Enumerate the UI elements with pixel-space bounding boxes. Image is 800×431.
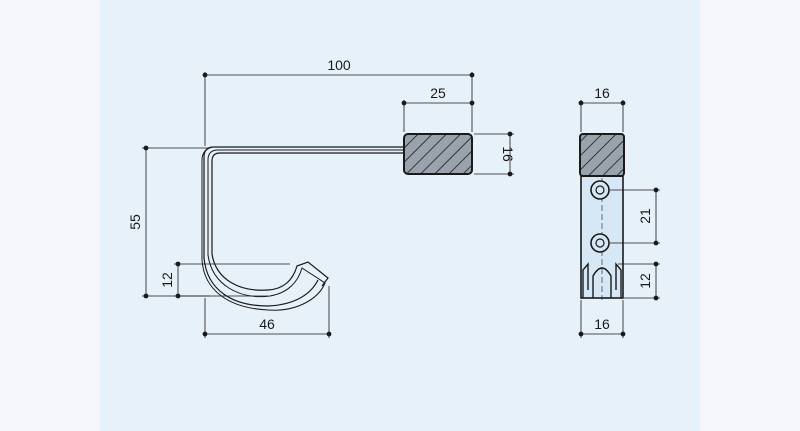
label-overall-width: 100 [327,57,351,73]
dim-end-top-width [578,100,626,132]
screw-hole-bottom [590,233,610,253]
screw-hole-top [590,180,610,200]
dim-block-width [401,100,475,132]
dim-block-height [474,131,514,177]
hook-wire-outer [203,146,404,307]
dim-hole-spacing [610,187,660,246]
label-overall-height: 55 [127,214,143,230]
label-hook-depth: 12 [159,272,175,288]
label-hook-width: 46 [259,316,275,332]
end-view: 16 21 12 16 [578,85,660,338]
label-end-bottom-height: 12 [637,273,653,289]
dim-end-bottom-width [578,300,626,338]
dim-end-bottom-height [618,261,660,301]
grip-block [403,133,473,175]
label-end-top-width: 16 [594,85,610,101]
hook-wire-inner [211,152,404,291]
dim-hook-width [202,286,332,338]
dim-hook-depth [174,261,290,299]
label-end-bottom-width: 16 [594,316,610,332]
end-grip-block [579,133,625,177]
label-block-width: 25 [430,85,446,101]
label-hole-spacing: 21 [637,208,653,224]
side-view: 100 25 16 55 12 [127,57,516,338]
end-clip [582,262,622,298]
label-block-height: 16 [500,146,516,162]
